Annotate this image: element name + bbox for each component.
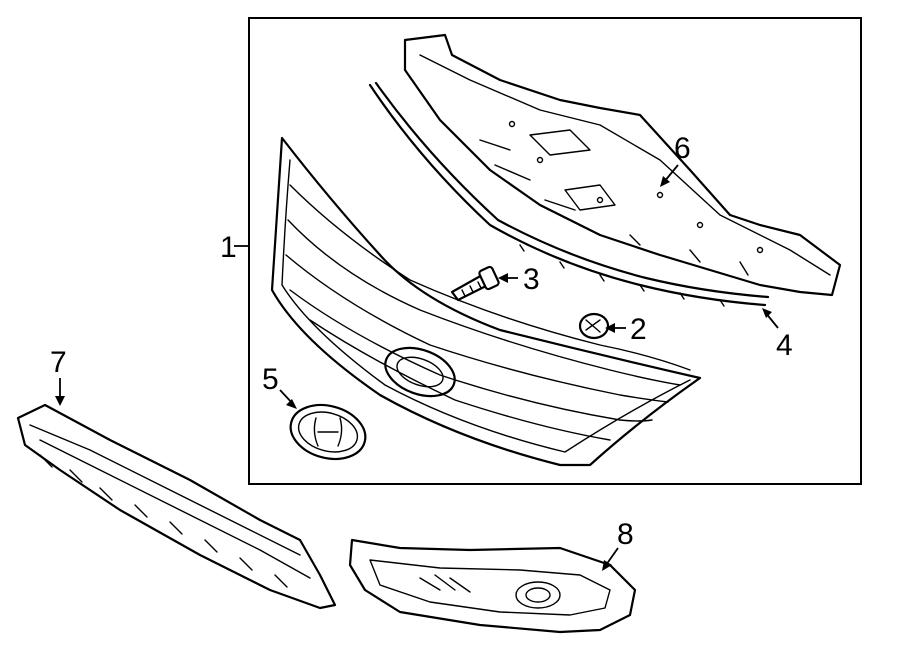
screw-part-3[interactable] [450,265,500,302]
emblem-part-5[interactable] [285,397,372,467]
callout-5: 5 [262,363,279,396]
upper-cover-part-6[interactable] [403,33,842,297]
callout-1: 1 [220,231,237,264]
assembly-box [248,17,862,485]
lower-grille-part-7[interactable] [16,403,337,610]
radiator-grille-part-1[interactable] [270,136,702,467]
callout-7: 7 [50,346,67,379]
clip-part-2[interactable] [578,312,610,340]
leader-lines [55,164,779,571]
fog-lamp-bezel-part-8[interactable] [348,538,637,634]
callout-6: 6 [674,132,691,165]
callout-4: 4 [776,329,793,362]
callout-2: 2 [630,313,647,346]
callout-8: 8 [617,518,634,551]
callout-3: 3 [523,263,540,296]
molding-strip-part-4[interactable] [368,81,770,307]
